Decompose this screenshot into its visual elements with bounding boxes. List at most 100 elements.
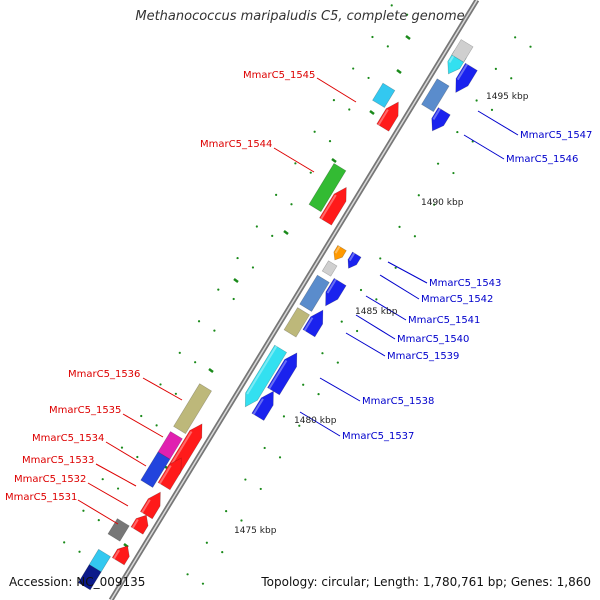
gene-label[interactable]: MmarC5_1538 <box>362 396 434 407</box>
track-dot <box>417 194 420 197</box>
gene-label[interactable]: MmarC5_1547 <box>520 130 592 141</box>
track-dot <box>494 67 497 71</box>
gene-arrow-highlight <box>158 465 172 485</box>
track-dot <box>101 478 104 481</box>
track-dot <box>275 193 278 197</box>
track-dot <box>394 266 397 269</box>
gene-arrow-highlight <box>456 63 468 81</box>
gene-arrow[interactable] <box>139 491 161 520</box>
gene-block[interactable] <box>321 260 338 277</box>
tick-dash <box>283 230 289 235</box>
gene-label[interactable]: MmarC5_1532 <box>14 474 86 485</box>
gene-arrow[interactable] <box>431 107 451 132</box>
track-dot <box>259 487 262 491</box>
track-dot <box>456 130 459 134</box>
leader-line <box>142 377 183 401</box>
leader-line <box>477 110 519 136</box>
track-dot <box>205 541 208 544</box>
track-dot <box>217 288 220 291</box>
gene-label[interactable]: MmarC5_1535 <box>49 405 121 416</box>
gene-block[interactable] <box>372 82 396 108</box>
gene-arrow[interactable] <box>376 101 399 132</box>
gene-label[interactable]: MmarC5_1545 <box>243 70 315 81</box>
gene-label[interactable]: MmarC5_1542 <box>421 294 493 305</box>
gene-label[interactable]: MmarC5_1544 <box>200 139 272 150</box>
gene-label[interactable]: MmarC5_1534 <box>32 433 104 444</box>
gene-block[interactable] <box>299 274 330 312</box>
right-gene-labels: MmarC5_1547 MmarC5_1546 MmarC5_1543 Mmar… <box>342 130 592 442</box>
gene-label[interactable]: MmarC5_1539 <box>387 351 459 362</box>
track-dot <box>251 266 255 269</box>
track-dot <box>452 171 455 175</box>
leader-line <box>122 413 164 438</box>
gene-arrow[interactable] <box>325 277 347 307</box>
scale-label: 1485 kbp <box>355 307 398 317</box>
topology-text: Topology: circular; Length: 1,780,761 bp… <box>261 575 591 589</box>
gene-block[interactable] <box>283 307 310 338</box>
gene-block[interactable] <box>77 564 102 591</box>
gene-arrow[interactable] <box>267 352 298 396</box>
track-dot <box>201 582 205 585</box>
gene-arrow[interactable] <box>319 186 347 226</box>
gene-label[interactable]: MmarC5_1533 <box>22 455 94 466</box>
track-dot <box>313 130 316 133</box>
gene-arrow-highlight <box>131 518 139 529</box>
track-dot <box>194 361 197 364</box>
track-dot <box>97 519 100 522</box>
track-dot <box>390 4 393 7</box>
gene-label[interactable]: MmarC5_1536 <box>68 369 140 380</box>
track-dot <box>178 351 181 354</box>
scale-label: 1475 kbp <box>234 526 277 536</box>
track-dot <box>174 392 177 395</box>
gene-arrow[interactable] <box>244 344 288 408</box>
track-dot <box>78 550 81 553</box>
gene-arrow[interactable] <box>130 514 149 535</box>
track-dot <box>386 45 389 48</box>
track-dot <box>136 455 139 459</box>
gene-label[interactable]: MmarC5_1540 <box>397 334 469 345</box>
gene-block[interactable] <box>140 451 171 488</box>
gene-label[interactable]: MmarC5_1531 <box>5 492 77 503</box>
gene-arrow[interactable] <box>157 457 182 491</box>
track-dot <box>278 456 282 459</box>
track-dot <box>255 225 258 228</box>
track-dot <box>413 235 417 238</box>
gene-arrow[interactable] <box>455 62 478 93</box>
tick-dash <box>233 278 239 283</box>
gene-arrow[interactable] <box>333 245 347 261</box>
track-dot <box>225 510 228 513</box>
track-dot <box>309 171 312 174</box>
leader-line <box>316 77 357 103</box>
leader-line <box>273 147 315 173</box>
gene-label[interactable]: MmarC5_1543 <box>429 278 501 289</box>
track-dot <box>510 77 513 80</box>
track-dot <box>352 67 355 70</box>
leader-line <box>379 274 420 300</box>
track-dot <box>436 162 440 165</box>
track-dot <box>379 257 382 260</box>
gene-arrow[interactable] <box>111 545 130 566</box>
gene-label[interactable]: MmarC5_1546 <box>506 154 578 165</box>
gene-arrow[interactable] <box>302 309 324 338</box>
gene-arrow[interactable] <box>251 390 274 421</box>
tick-dash <box>208 368 214 373</box>
gene-block[interactable] <box>173 383 212 435</box>
gene-block[interactable] <box>421 78 450 113</box>
track-dot <box>371 35 374 39</box>
gene-label[interactable]: MmarC5_1541 <box>408 315 480 326</box>
track-dot <box>197 320 201 323</box>
gene-label[interactable]: MmarC5_1537 <box>342 431 414 442</box>
track-dot <box>398 225 401 228</box>
gene-block[interactable] <box>451 39 474 63</box>
track-dot <box>244 478 247 481</box>
accession-text: Accession: NC_009135 <box>9 575 146 589</box>
gene-arrow-highlight <box>141 499 151 514</box>
genome-title: Methanococcus maripaludis C5, complete g… <box>135 9 465 24</box>
gene-arrow-highlight <box>377 109 389 126</box>
leader-lines <box>77 77 519 525</box>
gene-arrow[interactable] <box>347 251 362 269</box>
track-dot <box>159 383 162 386</box>
gene-block[interactable] <box>308 163 347 213</box>
track-dot <box>236 256 239 260</box>
gene-block[interactable] <box>107 518 130 542</box>
